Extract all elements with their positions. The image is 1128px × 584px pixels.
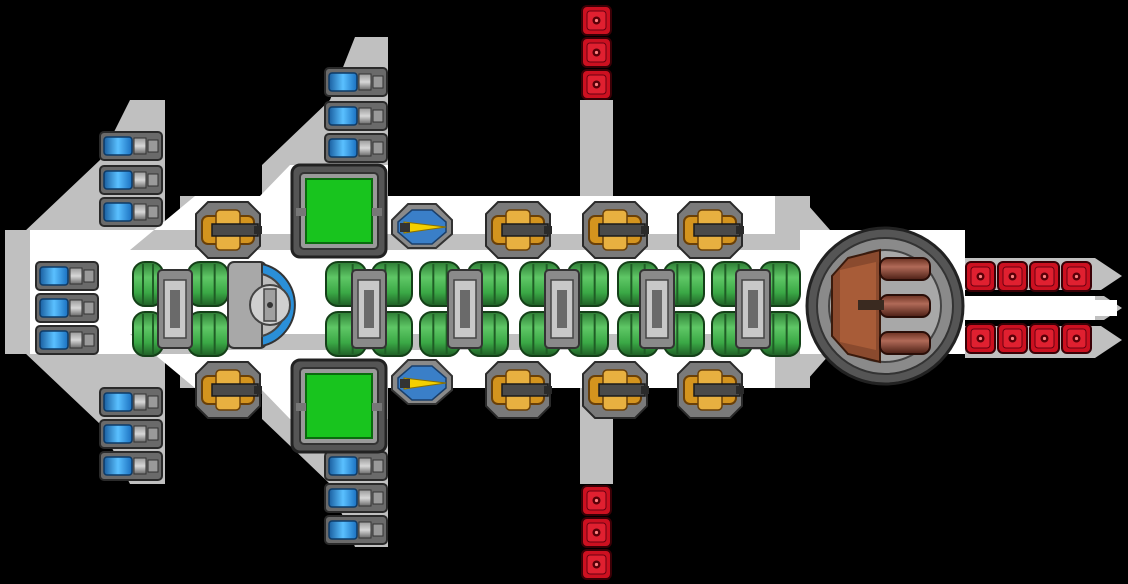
ammo-box[interactable] <box>581 5 612 36</box>
gun-turret[interactable] <box>485 361 552 419</box>
thruster[interactable] <box>324 67 388 97</box>
ammo-box[interactable] <box>1061 261 1092 292</box>
gun-turret[interactable] <box>582 361 649 419</box>
thruster[interactable] <box>324 133 388 163</box>
thruster[interactable] <box>324 483 388 513</box>
ammo-box[interactable] <box>965 261 996 292</box>
thruster-group <box>35 67 388 545</box>
gun-turret[interactable] <box>485 201 552 259</box>
ammo-box[interactable] <box>1061 323 1092 354</box>
thruster[interactable] <box>324 515 388 545</box>
thruster[interactable] <box>35 261 99 291</box>
thruster[interactable] <box>99 131 163 161</box>
ammo-box[interactable] <box>1029 261 1060 292</box>
prong-gap <box>965 290 1120 296</box>
thruster[interactable] <box>99 419 163 449</box>
gun-turret[interactable] <box>677 201 744 259</box>
tank-connector <box>351 269 387 349</box>
turret-group <box>195 201 744 419</box>
ammo-box[interactable] <box>581 37 612 68</box>
fuel-tank[interactable] <box>187 261 229 307</box>
gun-turret[interactable] <box>195 201 262 259</box>
cockpit[interactable] <box>227 261 296 349</box>
ammo-box[interactable] <box>581 69 612 100</box>
fuel-tank-group <box>132 261 801 357</box>
missile-launcher-top[interactable] <box>391 203 453 249</box>
ammo-box[interactable] <box>581 485 612 516</box>
thruster[interactable] <box>35 325 99 355</box>
armor-panel-bottom[interactable] <box>290 358 388 454</box>
ammo-box[interactable] <box>997 323 1028 354</box>
tank-connector <box>639 269 675 349</box>
ammo-box[interactable] <box>1029 323 1060 354</box>
reactor[interactable] <box>805 226 965 386</box>
ammo-box[interactable] <box>581 517 612 548</box>
ammo-box[interactable] <box>965 323 996 354</box>
tank-connector <box>157 269 193 349</box>
thruster[interactable] <box>324 101 388 131</box>
thruster[interactable] <box>99 197 163 227</box>
tank-connector <box>447 269 483 349</box>
gun-turret[interactable] <box>582 201 649 259</box>
thruster[interactable] <box>99 451 163 481</box>
gun-turret[interactable] <box>677 361 744 419</box>
thruster[interactable] <box>35 293 99 323</box>
fuel-tank[interactable] <box>187 311 229 357</box>
ammo-box[interactable] <box>581 549 612 580</box>
armor-panel-top[interactable] <box>290 163 388 259</box>
fuel-tank[interactable] <box>132 311 164 357</box>
thruster[interactable] <box>324 451 388 481</box>
ammo-box-group <box>581 5 1092 580</box>
tank-connector <box>544 269 580 349</box>
thruster[interactable] <box>99 165 163 195</box>
tank-connector <box>735 269 771 349</box>
ammo-box[interactable] <box>997 261 1028 292</box>
gun-turret[interactable] <box>195 361 262 419</box>
missile-launcher-bottom[interactable] <box>391 359 453 405</box>
thruster[interactable] <box>99 387 163 417</box>
